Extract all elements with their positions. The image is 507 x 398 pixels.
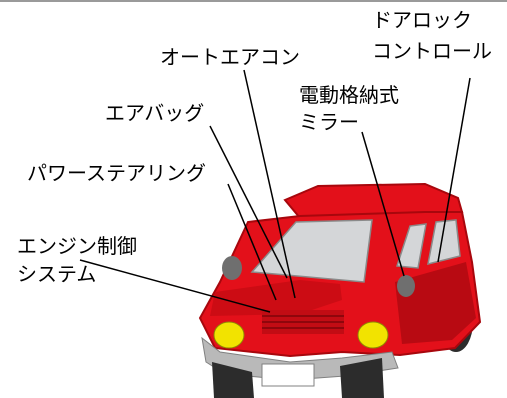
label-auto-aircon: オートエアコン — [160, 45, 300, 69]
label-engine-control-line1: エンジン制御 — [17, 234, 137, 258]
body-side-shade — [395, 262, 476, 344]
leader-line-aircon — [243, 69, 296, 299]
front-tire-right — [340, 358, 384, 398]
leader-line-airbag — [209, 125, 288, 279]
front-grille — [262, 310, 344, 334]
leader-line-engine — [79, 259, 271, 313]
label-power-mirror-line1: 電動格納式 — [299, 83, 399, 107]
leader-line-mirror — [361, 131, 405, 277]
top-divider — [0, 0, 507, 2]
headlight-right — [357, 321, 389, 349]
side-window-rear — [427, 219, 461, 266]
hood — [210, 280, 342, 316]
license-plate — [261, 363, 315, 387]
front-tire-left — [212, 362, 254, 398]
label-power-steering: パワーステアリング — [27, 161, 206, 185]
mirror-right — [397, 275, 415, 297]
leader-lines — [79, 69, 471, 313]
label-engine-control-line2: システム — [17, 262, 97, 286]
leader-line-door-lock — [437, 77, 471, 263]
label-door-lock-line1: ドアロック — [372, 8, 472, 32]
side-window-front — [395, 223, 427, 269]
leader-line-steering — [227, 183, 277, 301]
headlight-left — [213, 321, 245, 349]
label-airbag: エアバッグ — [105, 101, 205, 125]
label-door-lock-line2: コントロール — [372, 39, 492, 63]
label-power-mirror-line2: ミラー — [299, 110, 359, 134]
mirror-left — [222, 256, 242, 280]
